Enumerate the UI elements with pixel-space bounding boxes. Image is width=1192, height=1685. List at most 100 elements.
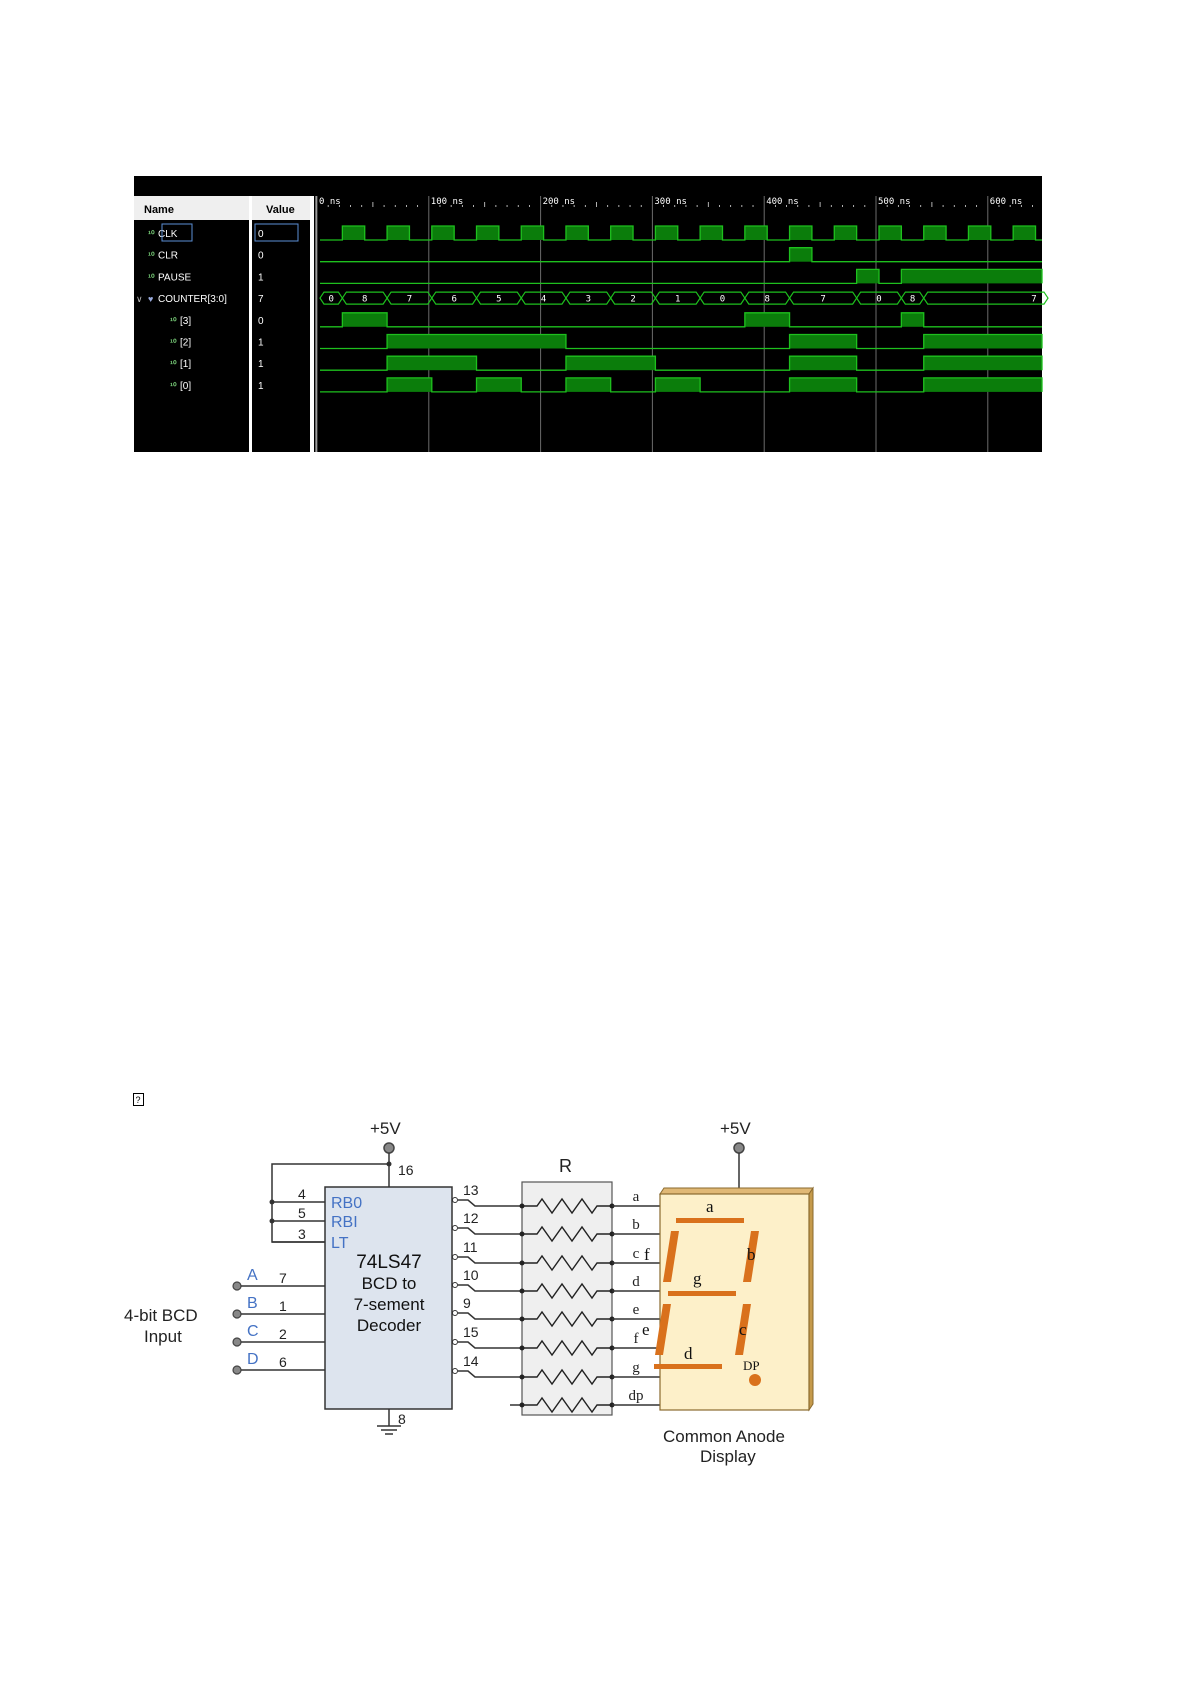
resistor-node [519,1374,525,1380]
column-divider-1 [249,196,252,452]
bus-value-label: 7 [1031,295,1036,305]
high-level-fill [901,312,924,327]
resistor [522,1197,612,1215]
resistor [522,1282,612,1300]
output-wire [458,1256,522,1264]
segment-line-label: a [633,1189,640,1205]
bus-value-label: 7 [820,295,825,305]
segment-g [668,1291,736,1296]
signal-trace [320,247,1042,263]
signal-name: PAUSE [158,272,191,283]
resistor-network [521,1181,613,1416]
signal-icon: ¹⁰ [170,381,177,391]
high-level-fill [387,356,477,371]
svg-text:?: ? [136,1095,141,1105]
high-level-fill [1013,226,1036,240]
control-pin-label: RBI [331,1214,358,1231]
high-level-fill [342,312,388,327]
high-level-fill [565,356,656,371]
signal-name: [0] [180,381,191,392]
control-pin-label: LT [331,1235,349,1252]
signal-value: 1 [258,272,264,283]
high-level-fill [655,226,678,240]
chip-text-line: BCD to [362,1274,417,1293]
high-level-fill [744,312,790,327]
selected-name-box [161,223,193,242]
input-letter: B [247,1295,258,1312]
segment-label-f: f [644,1245,650,1264]
high-level-fill [856,269,879,284]
column-divider-2 [310,196,314,452]
input-letter: D [247,1351,259,1368]
output-bubble [452,1254,458,1260]
name-column-header: Name [144,204,174,216]
control-pin-number: 3 [298,1226,306,1242]
waveform-background [134,176,1042,452]
chip-text-line: 74LS47 [356,1252,422,1273]
high-level-fill [565,226,589,240]
bus-value-label: 6 [451,295,456,305]
time-tick-label: 600 ns [990,197,1023,207]
signal-icon: ¹⁰ [148,229,155,239]
segment-label-a: a [706,1197,714,1216]
output-pin-number: 15 [463,1324,479,1340]
resistor [522,1310,612,1328]
time-tick-label: 0 ns [319,197,341,207]
output-wire [458,1312,522,1320]
input-pin-number: 7 [279,1270,287,1286]
output-wire [458,1370,522,1378]
input-pin-number: 2 [279,1326,287,1342]
signal-value: 1 [258,359,264,370]
bus-value-label: 4 [541,295,546,305]
resistor-node [519,1231,525,1237]
segment-dp [749,1374,761,1386]
bus-value-label: 5 [496,295,501,305]
input-pin-number: 1 [279,1298,287,1314]
segment-line-label: g [632,1360,640,1376]
resistor [522,1225,612,1243]
output-wire [458,1284,522,1292]
high-level-fill [923,377,1042,392]
signal-name: CLR [158,251,178,262]
input-label-line2: Input [144,1327,182,1346]
signal-icon: ¹⁰ [148,272,155,282]
signal-name: [3] [180,316,191,327]
bus-value-label: 8 [362,295,367,305]
high-level-fill [789,334,857,349]
output-pin-number: 14 [463,1353,479,1369]
input-letter: A [247,1267,258,1284]
signal-value: 0 [258,316,264,327]
high-level-fill [879,226,902,240]
control-pin-number: 4 [298,1186,306,1202]
segment-e [655,1304,671,1355]
chip-text-line: Decoder [357,1316,422,1335]
output-pin-number: 12 [463,1210,479,1226]
output-bubble [452,1339,458,1345]
signal-icon: ¹⁰ [170,316,177,326]
segment-b [743,1231,759,1282]
input-label-line1: 4-bit BCD [124,1306,198,1325]
control-pin-label: RB0 [331,1195,362,1212]
segment-c [735,1304,751,1355]
signal-value: 1 [258,381,264,392]
segment-line-label: b [632,1217,640,1233]
signal-trace [320,268,1043,285]
signal-value: 0 [258,229,264,240]
segment-line-label: c [633,1246,640,1262]
bus-value-label: 3 [586,295,591,305]
resistor [522,1368,612,1386]
output-pin-number: 10 [463,1267,479,1283]
vcc-right-label: +5V [720,1119,751,1138]
broken-image-icon: ? [133,1093,144,1109]
output-pin-number: 9 [463,1295,471,1311]
bus-icon: ♥ [148,294,153,304]
signal-trace [320,333,1043,350]
time-tick-label: 200 ns [543,197,576,207]
input-terminal [232,1309,242,1319]
segment-line-label: e [633,1302,640,1318]
